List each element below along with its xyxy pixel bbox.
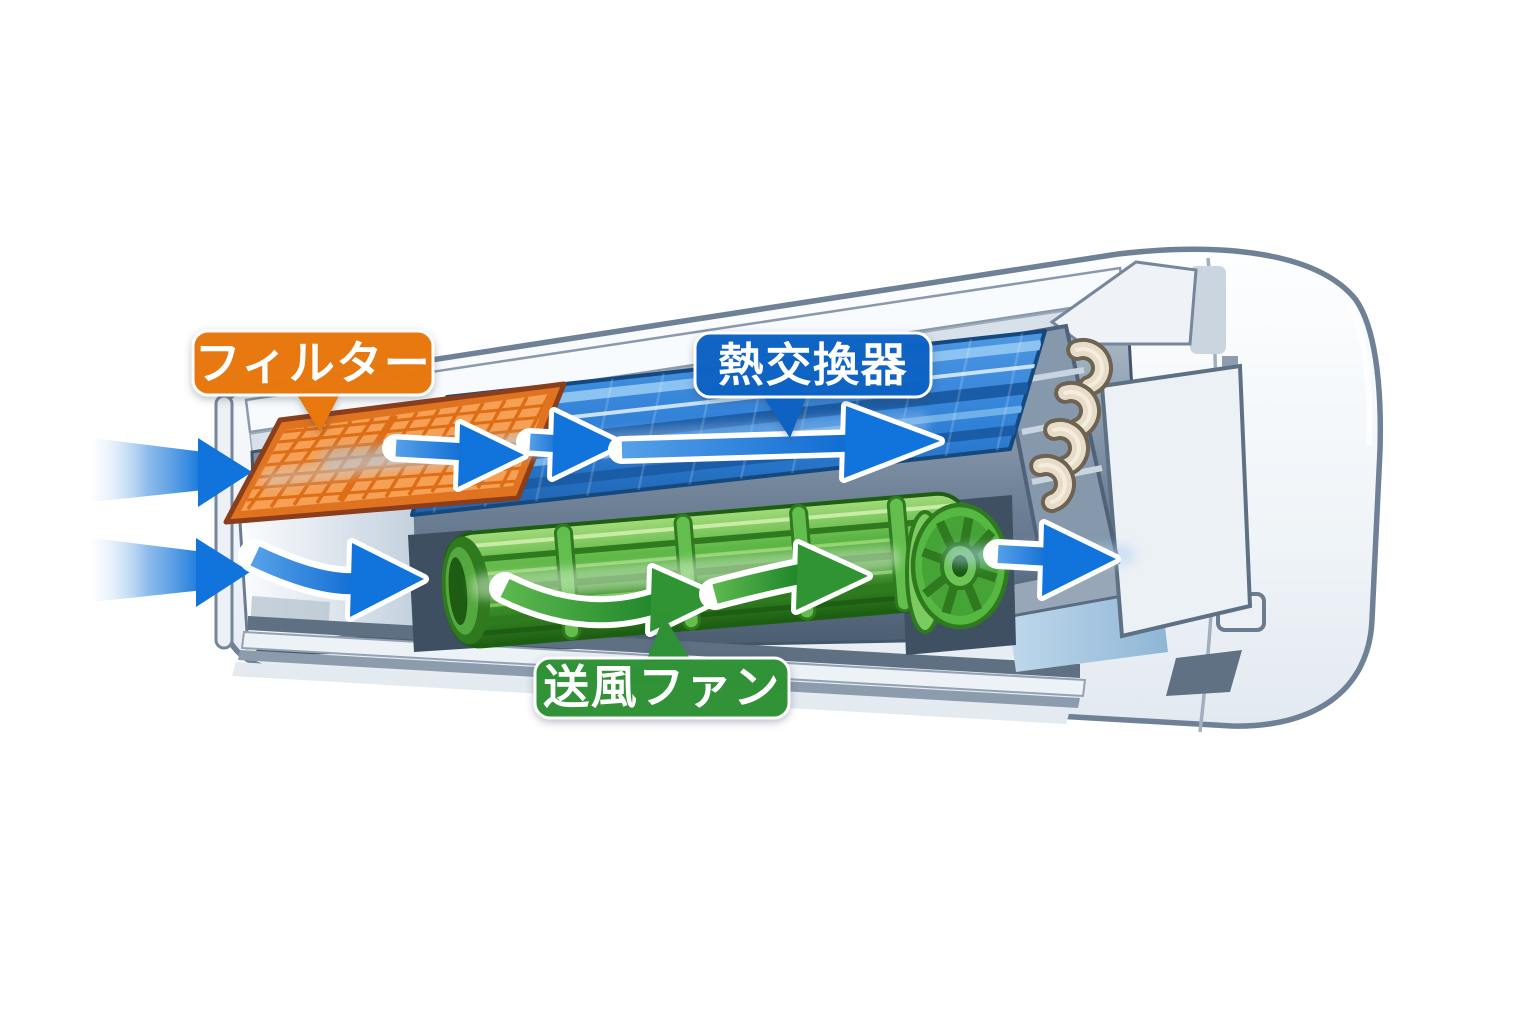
filter-flow-arrow: [382, 419, 529, 492]
heat-exchanger-label: 熱交換器: [693, 331, 933, 438]
inlet-arrow-top: [92, 438, 252, 507]
body-right-highlight: [1347, 300, 1373, 446]
outlet-arrow: [983, 519, 1121, 601]
fan-label-pointer: [646, 616, 692, 662]
hx-flow-arrow-long: [608, 401, 945, 483]
electrical-panel: [1099, 363, 1253, 639]
right-interior: [995, 323, 1253, 672]
fan-right-cap: [905, 502, 1010, 634]
fan-flow-arrow-1: [489, 563, 725, 637]
filter-label: フィルター: [191, 329, 435, 432]
fan-flow-arrow-2: [699, 539, 873, 615]
refrigerant-u-pipes: [1029, 338, 1113, 514]
filter-label-text: フィルター: [195, 336, 432, 390]
bottom-vent: [1166, 650, 1242, 696]
filter-label-pointer: [294, 390, 342, 432]
right-face-notch: [1190, 266, 1226, 354]
fan-left-cap: [441, 536, 491, 645]
inlet-arrow-bottom: [92, 538, 250, 607]
hx-flow-arrow-short: [516, 407, 625, 482]
fan-label: 送風ファン: [533, 616, 791, 720]
intake-duct-arrow: [238, 538, 429, 622]
heat-exchanger-label-text: 熱交換器: [718, 338, 908, 392]
fan-label-text: 送風ファン: [543, 660, 781, 714]
heat-exchanger-label-pointer: [760, 392, 808, 438]
